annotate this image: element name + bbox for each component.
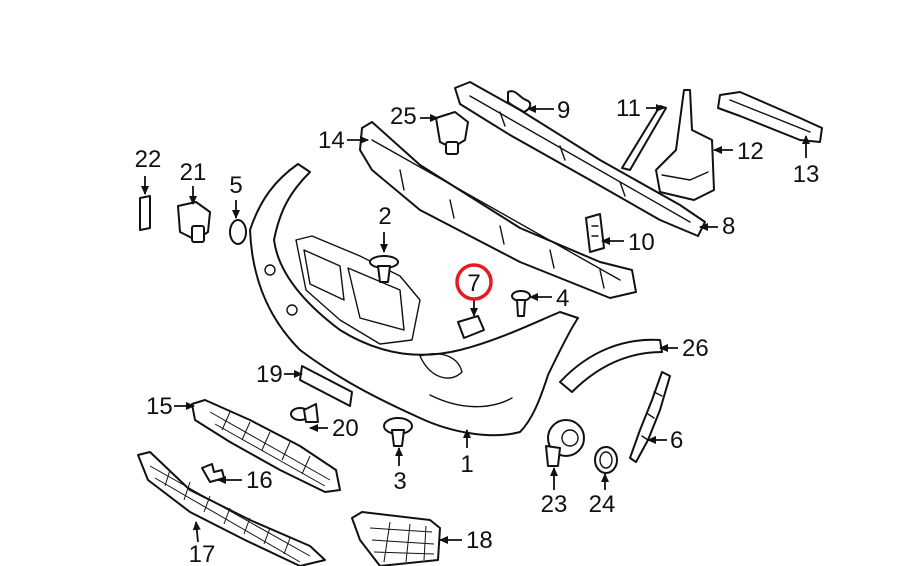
part-14-energy-absorber: [359, 121, 637, 299]
callout-20: 20: [332, 415, 359, 442]
part-18-fog-trim: [351, 511, 441, 566]
callout-13: 13: [793, 161, 820, 188]
callout-9: 9: [557, 97, 570, 124]
callout-15: 15: [146, 393, 173, 420]
part-7-tow-hook-cover: [457, 315, 485, 339]
part-13-bracket: [717, 91, 823, 143]
callout-2: 2: [378, 203, 391, 230]
callout-7: 7: [467, 270, 480, 297]
callout-26: 26: [682, 335, 709, 362]
callout-1: 1: [460, 451, 473, 478]
callout-22: 22: [135, 146, 162, 173]
part-12-side-bracket: [655, 89, 715, 201]
callout-24: 24: [589, 491, 616, 518]
callout-18: 18: [466, 527, 493, 554]
callout-4: 4: [556, 285, 569, 312]
highlight-circle: [455, 263, 493, 301]
part-21-sensor: [177, 201, 211, 243]
part-15-lower-grille: [191, 399, 341, 493]
part-26-wheel-arch-trim: [559, 338, 663, 393]
callout-21: 21: [180, 159, 207, 186]
callout-17: 17: [189, 541, 216, 566]
callout-6: 6: [670, 427, 683, 454]
callout-25: 25: [390, 103, 417, 130]
part-22-pad: [139, 195, 151, 231]
part-3-clip: [383, 417, 413, 447]
callout-3: 3: [393, 468, 406, 495]
part-5-ring: [229, 219, 247, 245]
callout-12: 12: [737, 138, 764, 165]
leader-lines: [141, 104, 810, 544]
part-17-mesh-grille: [137, 451, 326, 566]
part-24-ring: [594, 446, 618, 474]
callout-14: 14: [318, 127, 345, 154]
callout-23: 23: [541, 491, 568, 518]
callout-16: 16: [246, 467, 273, 494]
callout-8: 8: [722, 213, 735, 240]
part-25-module: [435, 111, 469, 155]
callout-5: 5: [229, 172, 242, 199]
callout-10: 10: [628, 229, 655, 256]
part-10-bracket: [585, 213, 605, 253]
part-6-side-bracket: [629, 371, 671, 463]
callout-19: 19: [256, 361, 283, 388]
leader-17: [192, 521, 201, 543]
callout-11: 11: [616, 95, 641, 122]
part-2-clip: [369, 255, 399, 283]
part-4-clip: [511, 290, 531, 317]
part-23-sensor: [545, 419, 585, 467]
part-20-screw: [290, 403, 319, 423]
